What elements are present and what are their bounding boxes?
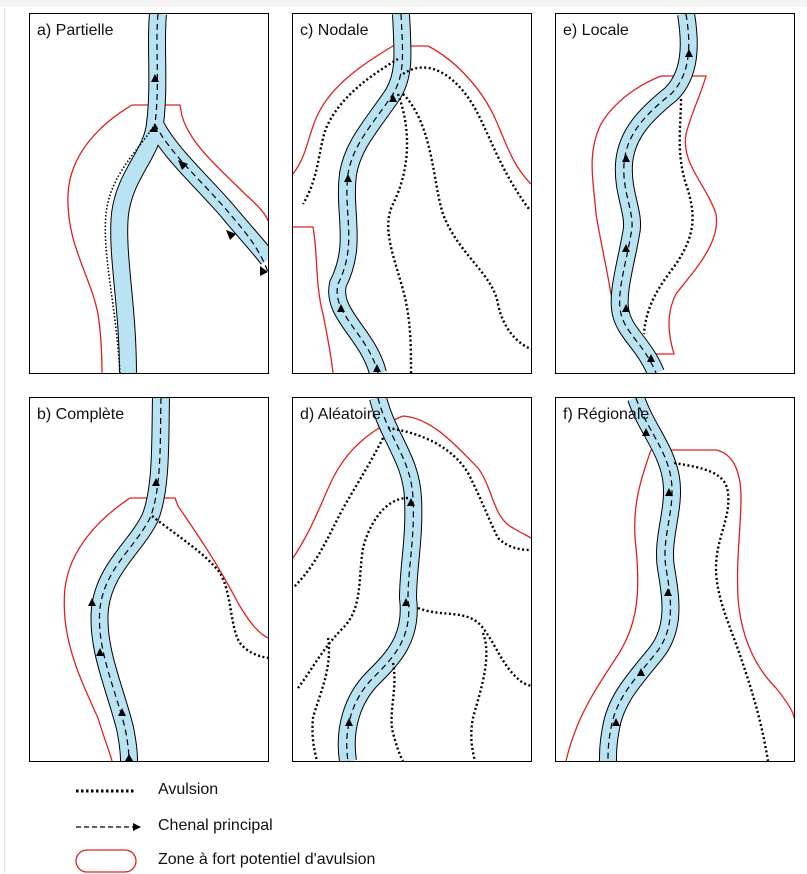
panel-complete: b) Complète	[29, 397, 269, 762]
panel-title: e) Locale	[563, 22, 629, 39]
panel-title: f) Régionale	[563, 406, 650, 423]
panel-nodale: c) Nodale	[292, 13, 532, 374]
left-rule	[4, 8, 5, 873]
panel-regionale: f) Régionale	[555, 397, 795, 762]
panel-nodale-diagram	[293, 14, 531, 373]
panel-title: b) Complète	[37, 406, 125, 423]
legend-row-channel: Chenal principal	[70, 814, 490, 840]
panel-locale: e) Locale	[555, 13, 795, 374]
panel-aleatoire-diagram	[293, 398, 531, 761]
panel-regionale-diagram	[565, 398, 794, 761]
legend-row-zone: Zone à fort potentiel d'avulsion	[70, 848, 490, 874]
legend-label-channel: Chenal principal	[158, 817, 273, 834]
channel-swatch	[76, 823, 141, 831]
panel-title: a) Partielle	[37, 22, 114, 39]
panel-aleatoire: d) Aléatoire	[292, 397, 532, 762]
legend-label-zone: Zone à fort potentiel d'avulsion	[158, 851, 376, 868]
page-edge	[0, 0, 807, 7]
panel-title: d) Aléatoire	[300, 406, 381, 423]
panel-title: c) Nodale	[300, 22, 369, 39]
avulsion-swatch	[76, 789, 136, 793]
panel-partielle-diagram	[67, 14, 268, 373]
legend-row-avulsion: Avulsion	[70, 778, 490, 804]
zone-swatch	[75, 849, 137, 873]
panel-complete-diagram	[63, 398, 268, 761]
panel-partielle: a) Partielle	[29, 13, 269, 374]
panel-locale-diagram	[591, 14, 718, 373]
legend-label-avulsion: Avulsion	[158, 781, 219, 798]
